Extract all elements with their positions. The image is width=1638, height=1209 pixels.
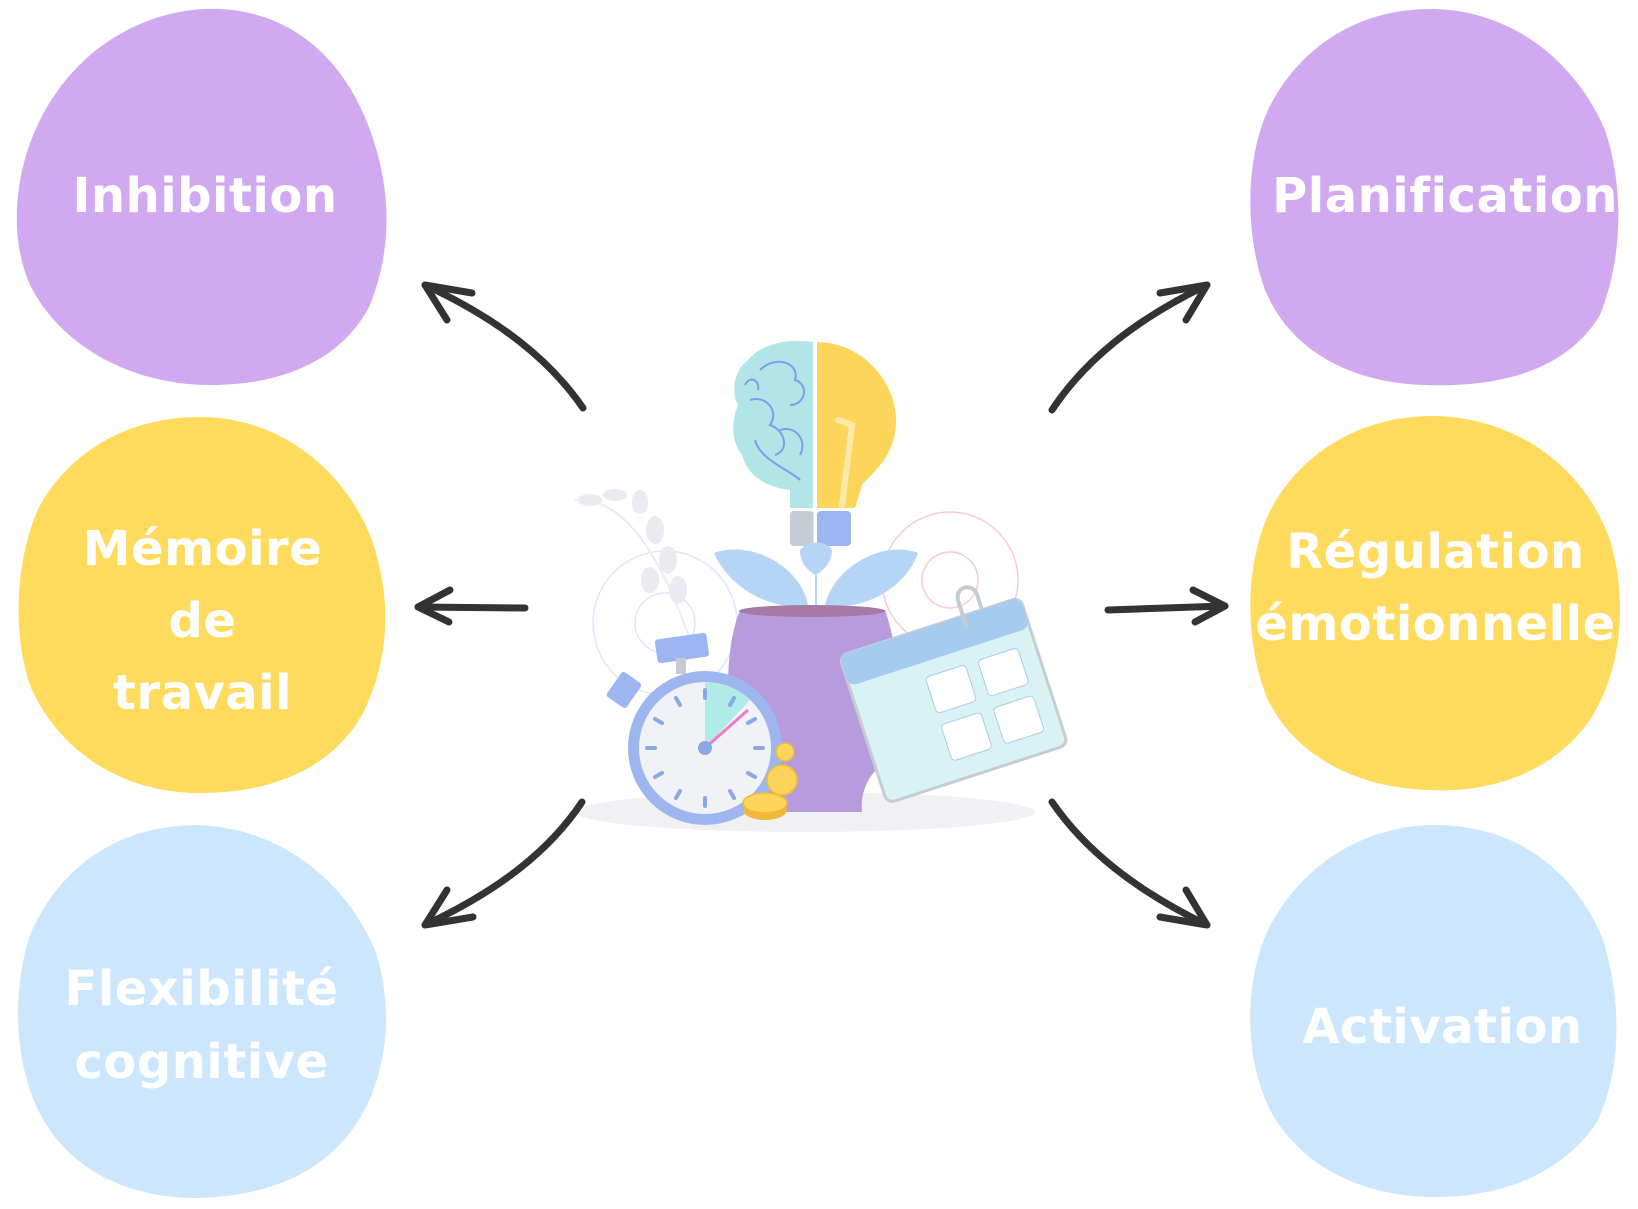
brain-folds bbox=[744, 360, 805, 481]
arrow-to-regulation bbox=[1104, 586, 1229, 626]
blob-regulation bbox=[1250, 415, 1621, 791]
node-inhibition: Inhibition bbox=[15, 9, 395, 385]
arrow-to-inhibition bbox=[421, 281, 587, 412]
head-opening bbox=[739, 605, 885, 617]
calendar-icon bbox=[839, 585, 1068, 803]
blob-planification bbox=[1250, 9, 1619, 386]
leaf-right-icon bbox=[825, 549, 918, 607]
blob-activation bbox=[1250, 825, 1617, 1197]
brain-icon bbox=[733, 340, 813, 508]
node-label-line: travail bbox=[112, 665, 293, 721]
arrow-to-activation bbox=[1048, 798, 1211, 929]
node-label-line: Flexibilité bbox=[64, 961, 339, 1017]
blob-inhibition bbox=[16, 8, 387, 385]
blob-memoire bbox=[18, 417, 386, 793]
arrow-to-memoire bbox=[414, 586, 529, 626]
node-regulation: Régulation émotionnelle bbox=[1243, 415, 1628, 793]
node-activation: Activation bbox=[1250, 825, 1635, 1197]
node-label-line: Mémoire bbox=[82, 521, 323, 577]
arrow-to-planification bbox=[1048, 281, 1211, 414]
stopwatch-icon bbox=[606, 632, 782, 825]
coins-icon bbox=[742, 742, 798, 820]
node-memoire: Mémoire de travail bbox=[15, 417, 390, 793]
node-label: Planification bbox=[1272, 168, 1618, 224]
node-flexibilite: Flexibilité cognitive bbox=[13, 825, 390, 1198]
arrow-to-flexibilite bbox=[421, 798, 586, 929]
node-label-line: cognitive bbox=[74, 1034, 329, 1090]
fern-icon bbox=[574, 489, 691, 641]
leaf-left-icon bbox=[714, 549, 808, 607]
node-label-line: de bbox=[168, 593, 237, 649]
node-label: Inhibition bbox=[72, 168, 338, 224]
bulb-base-left bbox=[790, 511, 814, 546]
bulb-base-right bbox=[817, 511, 851, 546]
node-planification: Planification bbox=[1250, 9, 1638, 385]
node-label-line: émotionnelle bbox=[1255, 596, 1616, 652]
node-label: Activation bbox=[1302, 999, 1583, 1055]
node-label-line: Régulation bbox=[1286, 524, 1585, 580]
lightbulb-icon bbox=[817, 342, 896, 508]
blob-flexibilite bbox=[18, 825, 387, 1198]
